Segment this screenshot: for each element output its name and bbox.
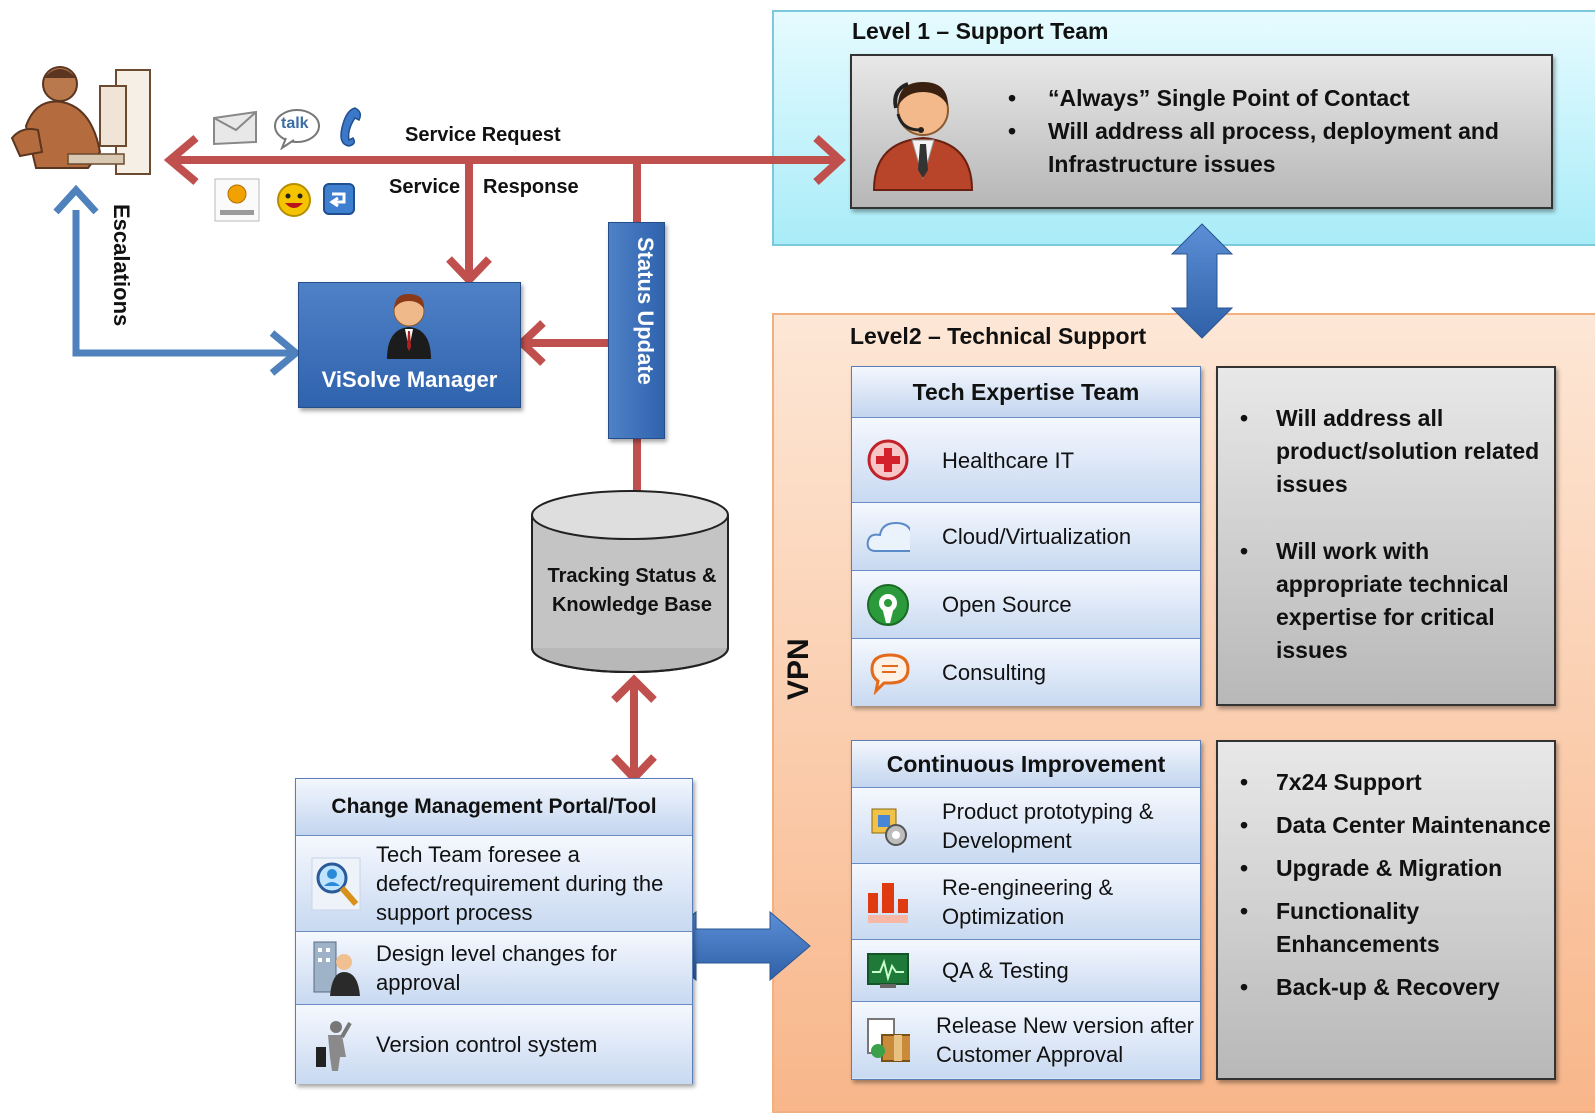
phone-icon (340, 107, 362, 147)
continuous-improvement-notes: 7x24 Support Data Center Maintenance Upg… (1216, 740, 1556, 1080)
tech-expertise-notes: Will address all product/solution relate… (1216, 366, 1556, 706)
escalation-right-head (269, 330, 302, 376)
medical-cross-icon (866, 438, 910, 482)
list-item-label: Version control system (376, 1032, 598, 1057)
level1-bullet: “Always” Single Point of Contact (1004, 82, 1534, 115)
list-item[interactable]: QA & Testing (852, 940, 1200, 1002)
talk-icon: talk (272, 108, 322, 150)
ci-notes-list: 7x24 Support Data Center Maintenance Upg… (1218, 766, 1554, 1004)
list-item-label: Tech Team foresee a defect/requirement d… (376, 842, 664, 925)
response-label: Response (483, 176, 579, 198)
database-cylinder (531, 490, 729, 673)
list-item-label: Open Source (942, 592, 1072, 617)
ci-note: Data Center Maintenance (1218, 809, 1554, 842)
list-item-label: QA & Testing (942, 958, 1069, 983)
gotomeeting-icon (214, 178, 260, 222)
level1-box: “Always” Single Point of Contact Will ad… (850, 54, 1553, 209)
ci-note: Upgrade & Migration (1218, 852, 1554, 885)
list-item[interactable]: Consulting (852, 639, 1200, 706)
service-request-right-head (813, 135, 846, 185)
level1-bullet: Will address all process, deployment and… (1004, 115, 1534, 181)
list-item-label: Design level changes for approval (376, 941, 617, 995)
service-request-left-head (163, 134, 199, 186)
service-response-head (446, 256, 492, 286)
list-item-label: Consulting (942, 660, 1046, 685)
list-item[interactable]: Re-engineering & Optimization (852, 864, 1200, 940)
level-link-arrow (1170, 223, 1234, 339)
level1-bullets: “Always” Single Point of Contact Will ad… (1004, 82, 1534, 181)
change-management-list: Change Management Portal/Tool Tech Team … (295, 778, 693, 1084)
change-management-title: Change Management Portal/Tool (296, 779, 692, 836)
service-request-label: Service Request (405, 124, 561, 146)
list-item-label: Re-engineering & Optimization (942, 874, 1114, 929)
level1-title: Level 1 – Support Team (852, 18, 1109, 44)
service-label: Service (389, 176, 461, 198)
prototype-tools-icon (866, 804, 910, 848)
list-item[interactable]: Design level changes for approval (296, 932, 692, 1005)
status-update-label: Status Update (633, 237, 658, 385)
continuous-improvement-title: Continuous Improvement (852, 741, 1200, 788)
remote-desktop-icon (323, 183, 355, 215)
escalation-line (72, 210, 296, 357)
email-icon (213, 110, 257, 146)
escalation-up-head (53, 184, 99, 215)
ci-note: Back-up & Recovery (1218, 971, 1554, 1004)
package-release-icon (866, 1018, 910, 1062)
list-item-label: Healthcare IT (942, 447, 1075, 473)
bar-chart-icon (866, 880, 910, 924)
tech-note: Will work with appropriate technical exp… (1218, 535, 1548, 667)
status-to-manager-head (516, 320, 546, 366)
businessman-building-icon (310, 938, 362, 998)
status-update-bar: Status Update (608, 222, 665, 439)
list-item[interactable]: Version control system (296, 1005, 692, 1084)
list-item[interactable]: Release New version after Customer Appro… (852, 1002, 1200, 1078)
tech-expertise-list: Tech Expertise Team Healthcare IT Cloud/… (851, 366, 1201, 706)
monitor-graph-icon (866, 949, 910, 993)
visolve-manager-box[interactable]: ViSolve Manager (298, 282, 521, 408)
escalations-label: Escalations (109, 204, 134, 327)
list-item[interactable]: Cloud/Virtualization (852, 503, 1200, 571)
support-agent-icon (872, 82, 974, 191)
cm-link-arrow (655, 910, 811, 982)
talk-icon-text: talk (281, 115, 309, 132)
ci-note: Functionality Enhancements (1218, 895, 1554, 961)
person-phone-icon (310, 1017, 354, 1073)
manager-avatar-icon (387, 293, 431, 359)
tech-note: Will address all product/solution relate… (1218, 402, 1548, 501)
vpn-label: VPN (782, 638, 815, 700)
list-item[interactable]: Product prototyping & Development (852, 788, 1200, 864)
magnifier-person-icon (310, 856, 362, 912)
list-item-label: Product prototyping & Development (942, 798, 1154, 853)
customer-icon (10, 66, 151, 175)
open-source-icon (866, 583, 910, 627)
level2-title: Level2 – Technical Support (850, 323, 1147, 349)
ci-note: 7x24 Support (1218, 766, 1554, 799)
continuous-improvement-list: Continuous Improvement Product prototypi… (851, 740, 1201, 1080)
list-item-label: Cloud/Virtualization (942, 524, 1132, 549)
database-label: Tracking Status & Knowledge Base (547, 565, 717, 616)
cloud-icon (866, 515, 910, 559)
manager-label: ViSolve Manager (321, 367, 498, 392)
list-item[interactable]: Open Source (852, 571, 1200, 639)
list-item[interactable]: Healthcare IT (852, 418, 1200, 503)
tech-expertise-title: Tech Expertise Team (852, 367, 1200, 418)
db-cm-top-head (611, 674, 657, 703)
messenger-smiley-icon (277, 183, 311, 217)
list-item-label: Release New version after Customer Appro… (936, 1013, 1195, 1067)
tech-notes-list: Will address all product/solution relate… (1218, 402, 1548, 667)
speech-bubble-icon (866, 651, 910, 695)
list-item[interactable]: Tech Team foresee a defect/requirement d… (296, 836, 692, 932)
